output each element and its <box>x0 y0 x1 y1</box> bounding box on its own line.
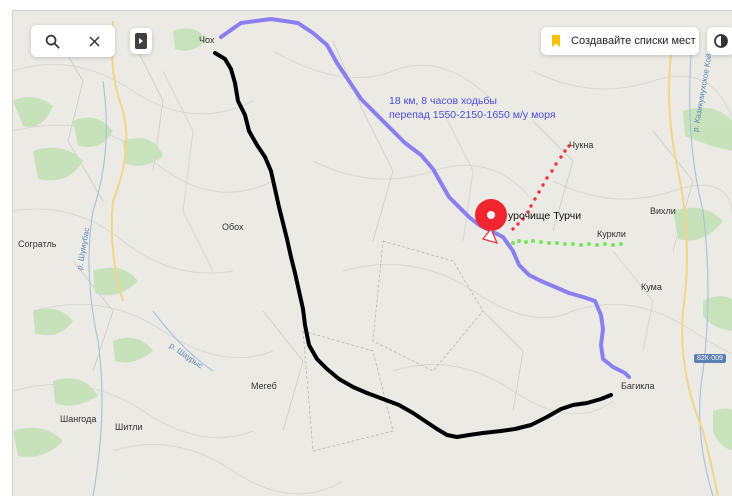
place-shitli: Шитли <box>115 422 143 432</box>
layers-button[interactable] <box>707 27 732 55</box>
place-sogratl: Согратль <box>18 239 57 249</box>
create-lists-button[interactable]: Создавайте списки мест <box>541 27 699 55</box>
sidebar-toggle-button[interactable] <box>130 28 152 54</box>
terrain-relief <box>13 50 732 495</box>
purple-route <box>219 17 631 379</box>
location-pin-icon <box>475 199 507 245</box>
black-route <box>213 51 613 439</box>
search-control <box>31 25 115 57</box>
place-chokh: Чох <box>199 35 215 45</box>
bookmark-icon <box>552 35 560 47</box>
roads <box>110 20 719 496</box>
create-lists-label: Создавайте списки мест <box>571 35 696 47</box>
place-chukna: Чукна <box>569 140 594 150</box>
green-dotted-trail <box>511 239 623 247</box>
rivers <box>88 30 714 496</box>
place-shangoda: Шангода <box>60 414 97 424</box>
search-icon <box>45 34 59 48</box>
vegetation <box>13 28 732 457</box>
red-dotted-trail <box>511 144 571 231</box>
close-button[interactable] <box>73 25 115 57</box>
road-number-badge: 82К-009 <box>694 354 726 363</box>
map-frame[interactable]: Чох Обох Согратль Мегеб Шангода Шитли Чу… <box>12 10 732 496</box>
search-button[interactable] <box>31 25 73 57</box>
annotation-line-2: перепад 1550-2150-1650 м/у моря <box>389 109 556 121</box>
poi-label[interactable]: урочище Турчи <box>508 210 582 222</box>
close-icon <box>89 36 99 46</box>
layers-icon <box>714 34 728 48</box>
route-annotation: 18 км, 8 часов ходьбы перепад 1550-2150-… <box>389 94 556 122</box>
panel-icon <box>135 33 147 49</box>
annotation-line-1: 18 км, 8 часов ходьбы <box>389 95 497 107</box>
place-kurkli: Куркли <box>597 229 626 239</box>
place-obokh: Обох <box>222 222 244 232</box>
place-vikhli: Вихли <box>650 206 676 216</box>
map-canvas[interactable] <box>13 11 732 496</box>
restricted-areas <box>302 240 484 452</box>
place-megeb: Мегеб <box>251 381 277 391</box>
place-bagikla: Багикла <box>621 381 655 391</box>
place-kuma: Кума <box>641 282 662 292</box>
